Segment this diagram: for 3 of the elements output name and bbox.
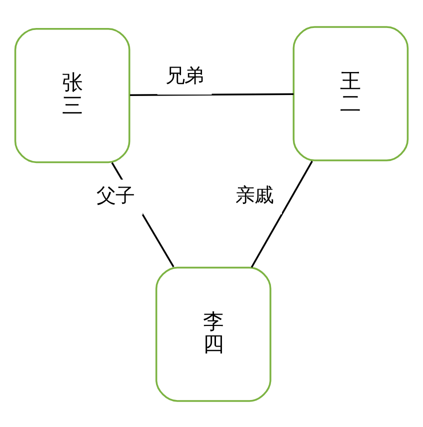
edge-label: 兄弟: [165, 63, 204, 86]
edge-label: 父子: [96, 184, 134, 207]
edge-label: 亲戚: [235, 183, 274, 206]
